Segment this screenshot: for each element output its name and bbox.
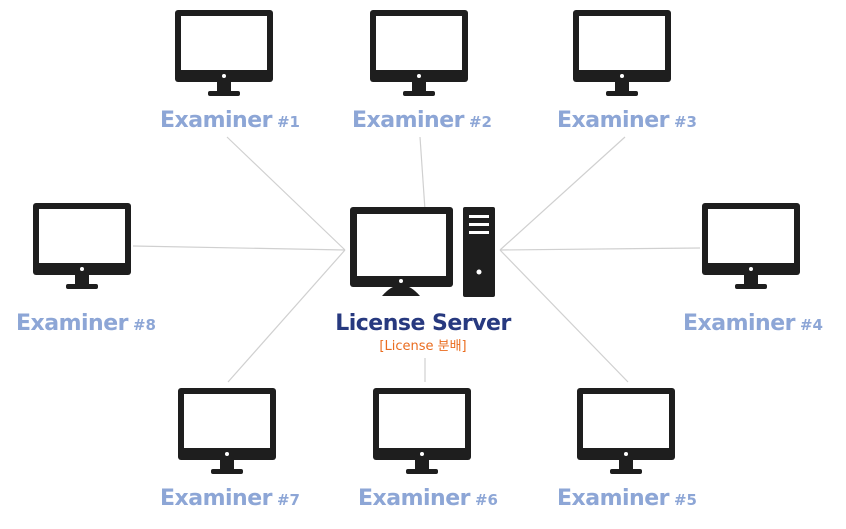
monitor-icon: [33, 203, 131, 289]
monitor-icon: [370, 10, 468, 96]
examiner-label-4: Examiner#4: [683, 313, 823, 335]
examiner-number: #6: [474, 491, 498, 509]
connector-line-5: [499, 249, 629, 383]
examiner-number: #7: [276, 491, 300, 509]
examiner-label-2: Examiner#2: [352, 110, 492, 132]
monitor-icon: [702, 203, 800, 289]
examiner-name: Examiner: [683, 311, 795, 336]
examiner-name: Examiner: [160, 486, 272, 511]
examiner-label-3: Examiner#3: [557, 110, 697, 132]
connector-line-2: [419, 136, 426, 211]
connector-line-4: [499, 247, 701, 251]
server-subtitle: [License 분배]: [379, 339, 467, 354]
examiner-number: #8: [132, 316, 156, 334]
examiner-number: #5: [673, 491, 697, 509]
examiner-name: Examiner: [16, 311, 128, 336]
examiner-name: Examiner: [557, 486, 669, 511]
connector-line-8: [132, 245, 346, 251]
monitor-icon: [175, 10, 273, 96]
connector-line-3: [499, 136, 626, 251]
examiner-name: Examiner: [557, 108, 669, 133]
server-title: License Server: [335, 311, 511, 336]
examiner-label-8: Examiner#8: [16, 313, 156, 335]
examiner-label-5: Examiner#5: [557, 488, 697, 510]
monitor-icon: [573, 10, 671, 96]
examiner-label-7: Examiner#7: [160, 488, 300, 510]
monitor-icon: [178, 388, 276, 474]
examiner-number: #3: [673, 113, 697, 131]
monitor-icon: [373, 388, 471, 474]
examiner-label-6: Examiner#6: [358, 488, 498, 510]
connector-line-7: [227, 249, 346, 383]
examiner-name: Examiner: [358, 486, 470, 511]
monitor-icon: [577, 388, 675, 474]
examiner-number: #4: [799, 316, 823, 334]
examiner-name: Examiner: [160, 108, 272, 133]
examiner-label-1: Examiner#1: [160, 110, 300, 132]
desktop-tower-icon: [350, 207, 495, 297]
connector-line-1: [226, 136, 346, 251]
examiner-name: Examiner: [352, 108, 464, 133]
examiner-number: #1: [276, 113, 300, 131]
examiner-number: #2: [468, 113, 492, 131]
